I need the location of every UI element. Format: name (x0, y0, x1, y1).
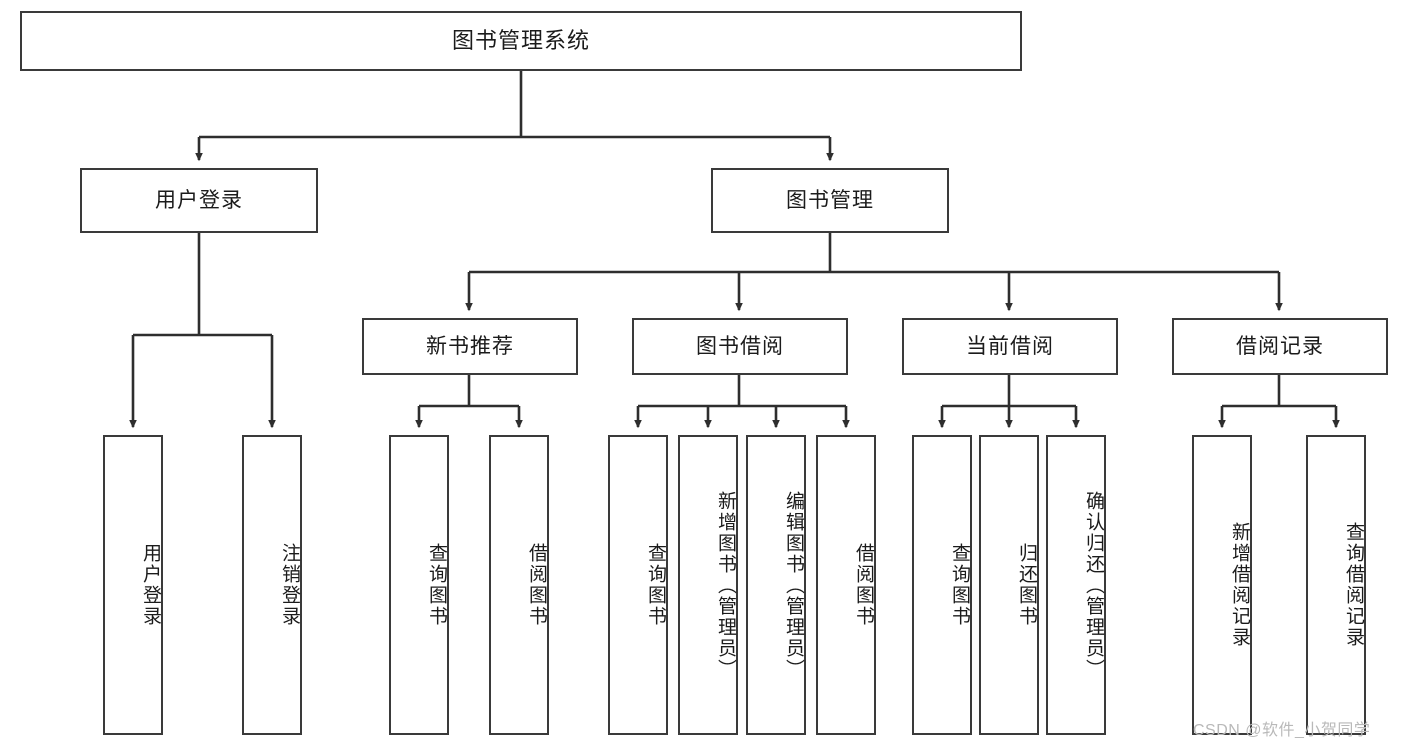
node-label: 当前借阅 (966, 334, 1054, 358)
node-label: 查询借阅记录 (1343, 522, 1364, 648)
node-label: 用户登录 (140, 543, 161, 627)
node-book-management[interactable]: 图书管理 (711, 168, 949, 233)
leaf-record-add-borrow-record[interactable]: 新增借阅记录 (1192, 435, 1252, 735)
node-label: 新增借阅记录 (1229, 522, 1250, 648)
node-label: 用户登录 (155, 188, 243, 212)
node-label: 新书推荐 (426, 334, 514, 358)
node-current-borrow[interactable]: 当前借阅 (902, 318, 1118, 375)
node-label: 图书管理 (786, 188, 874, 212)
node-new-book-recommend[interactable]: 新书推荐 (362, 318, 578, 375)
node-borrow-record[interactable]: 借阅记录 (1172, 318, 1388, 375)
leaf-current-confirm-return-admin[interactable]: 确认归还（管理员） (1046, 435, 1106, 735)
node-label: 借阅记录 (1236, 334, 1324, 358)
node-label: 查询图书 (645, 543, 666, 627)
node-label: 注销登录 (279, 543, 300, 627)
node-label: 确认归还（管理员） (1083, 490, 1104, 680)
leaf-borrow-query-book[interactable]: 查询图书 (608, 435, 668, 735)
node-user-login[interactable]: 用户登录 (80, 168, 318, 233)
leaf-borrow-add-book-admin[interactable]: 新增图书（管理员） (678, 435, 738, 735)
leaf-login-logout[interactable]: 注销登录 (242, 435, 302, 735)
node-label: 查询图书 (426, 543, 447, 627)
leaf-current-query-book[interactable]: 查询图书 (912, 435, 972, 735)
node-root-system[interactable]: 图书管理系统 (20, 11, 1022, 71)
leaf-newbook-query-book[interactable]: 查询图书 (389, 435, 449, 735)
node-label: 编辑图书（管理员） (783, 490, 804, 680)
node-label: 归还图书 (1016, 543, 1037, 627)
node-label: 图书借阅 (696, 334, 784, 358)
node-book-borrow[interactable]: 图书借阅 (632, 318, 848, 375)
node-label: 新增图书（管理员） (715, 490, 736, 680)
leaf-current-return-book[interactable]: 归还图书 (979, 435, 1039, 735)
csdn-watermark: CSDN @软件_小贺同学 (1193, 722, 1371, 739)
leaf-record-query-borrow-record[interactable]: 查询借阅记录 (1306, 435, 1366, 735)
leaf-newbook-borrow-book[interactable]: 借阅图书 (489, 435, 549, 735)
node-label: 借阅图书 (526, 543, 547, 627)
node-label: 查询图书 (949, 543, 970, 627)
leaf-borrow-edit-book-admin[interactable]: 编辑图书（管理员） (746, 435, 806, 735)
node-label: 图书管理系统 (451, 27, 590, 53)
leaf-login-user-login[interactable]: 用户登录 (103, 435, 163, 735)
leaf-borrow-borrow-book[interactable]: 借阅图书 (816, 435, 876, 735)
node-label: 借阅图书 (853, 543, 874, 627)
